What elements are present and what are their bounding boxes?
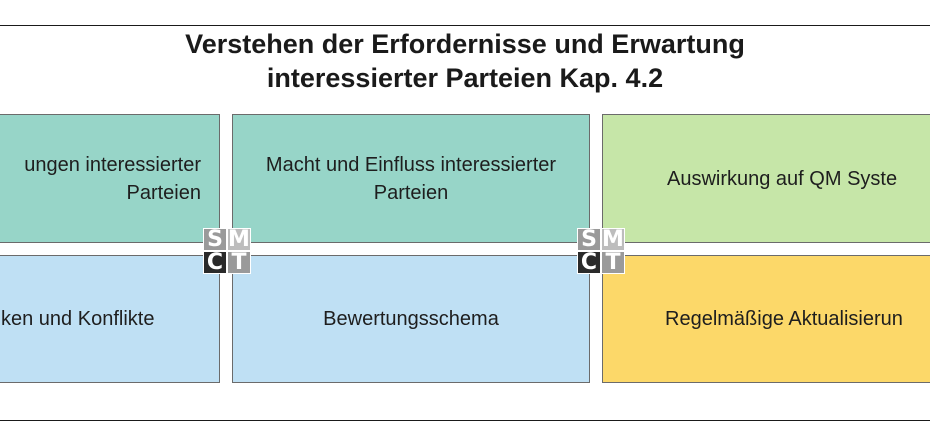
box-impact-qm-label: Auswirkung auf QM Syste <box>667 167 898 190</box>
logo-letter-c: C <box>577 251 601 274</box>
smct-logo-right: S M C T <box>577 228 625 274</box>
box-evaluation-scheme: Bewertungsschema <box>232 255 590 383</box>
logo-letter-s: S <box>577 228 601 251</box>
logo-letter-t: T <box>601 251 625 274</box>
box-power-influence: Macht und Einfluss interessierter Partei… <box>232 114 590 243</box>
box-evaluation-scheme-label: Bewertungsschema <box>323 308 499 330</box>
logo-letter-s: S <box>203 228 227 251</box>
diagram-title: Verstehen der Erfordernisse und Erwartun… <box>0 27 930 95</box>
logo-letter-m: M <box>601 226 625 252</box>
logo-letter-c: C <box>203 251 227 274</box>
box-power-influence-label: Macht und Einfluss interessierter Partei… <box>265 153 557 204</box>
logo-letter-t: T <box>227 251 251 274</box>
title-line-2: interessierter Parteien Kap. 4.2 <box>266 63 664 93</box>
box-requirements-label: ungen interessierter Parteien <box>24 153 201 204</box>
bottom-border-line <box>0 420 930 421</box>
box-requirements-interested-parties: ungen interessierter Parteien <box>0 114 220 243</box>
box-risks-conflicts: ken und Konflikte <box>0 255 220 383</box>
box-risks-conflicts-label: ken und Konflikte <box>1 308 155 330</box>
smct-logo-left: S M C T <box>203 228 251 274</box>
top-border-line <box>0 25 930 26</box>
title-line-1: Verstehen der Erfordernisse und Erwartun… <box>185 29 745 59</box>
logo-letter-m: M <box>227 226 251 252</box>
box-regular-update-label: Regelmäßige Aktualisierun <box>665 308 903 330</box>
box-impact-qm-system: Auswirkung auf QM Syste <box>602 114 930 243</box>
box-regular-update: Regelmäßige Aktualisierun <box>602 255 930 383</box>
